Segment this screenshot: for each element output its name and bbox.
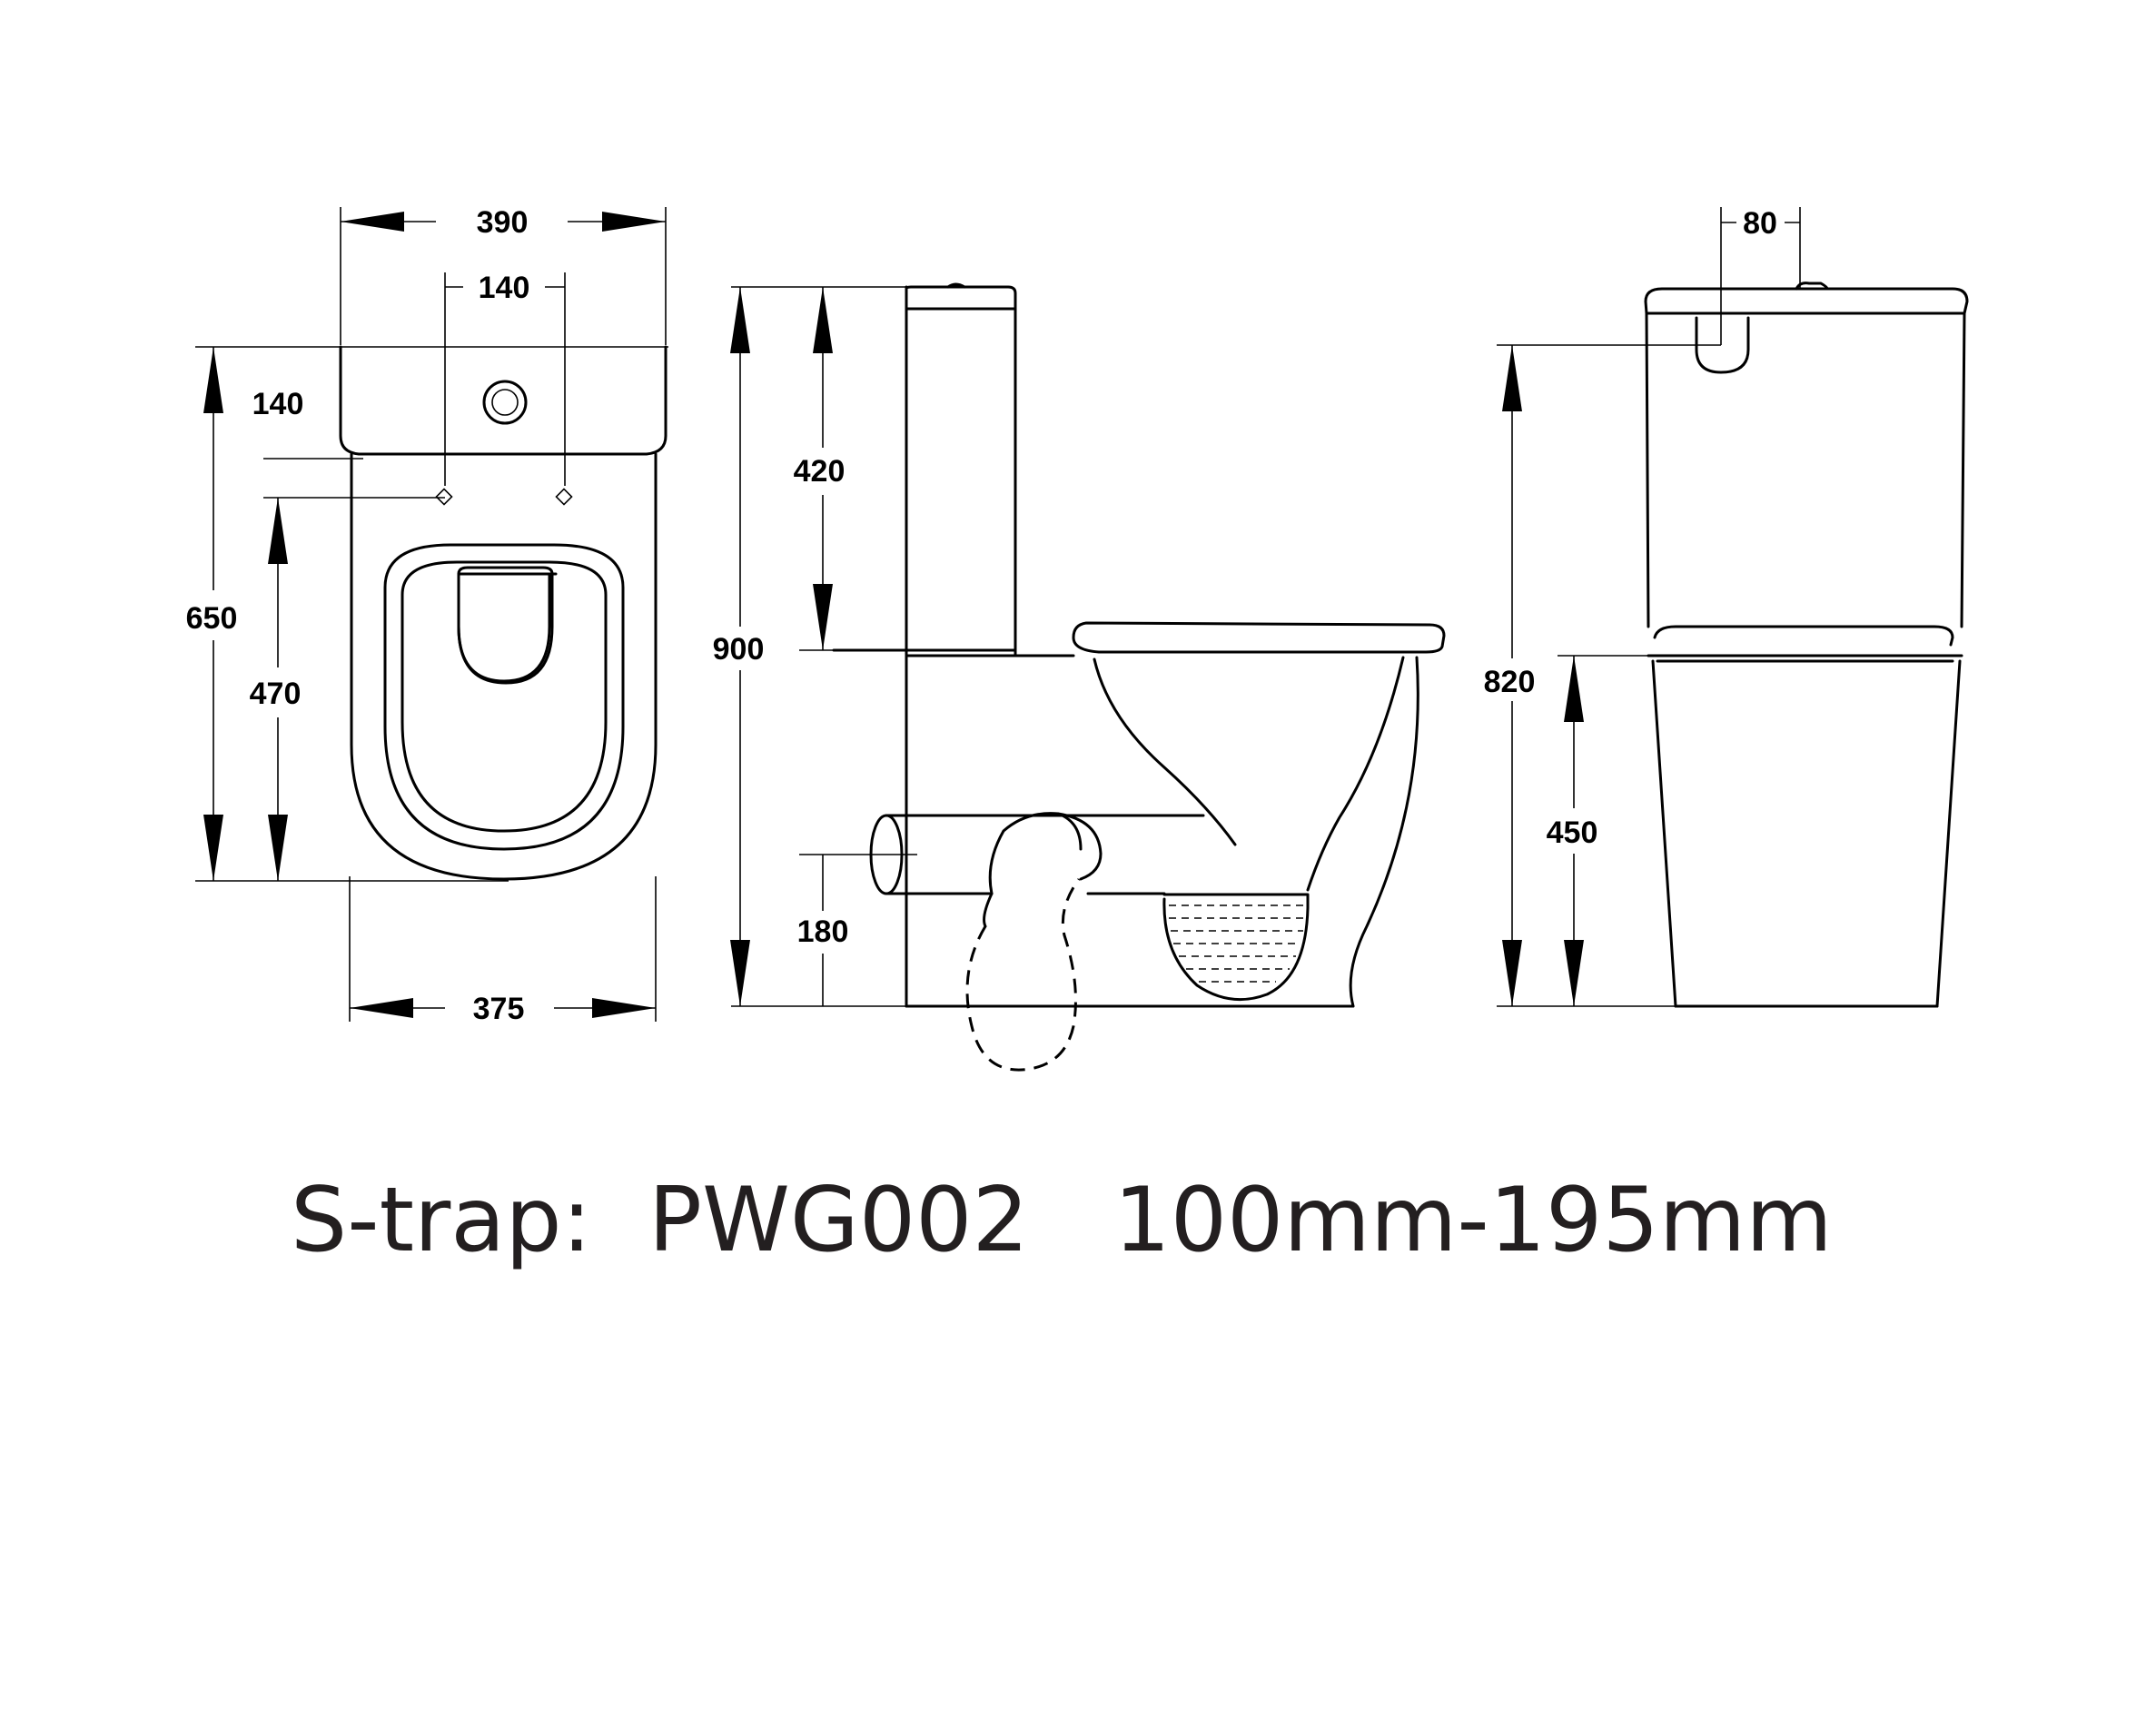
side-view: 900 420 180: [713, 282, 1446, 1072]
trap-label: S-trap:: [291, 1169, 592, 1272]
product-caption: S-trap: PWG002 100mm-195mm: [291, 1176, 1833, 1265]
dim-450-label: 450: [1547, 815, 1598, 850]
top-view: 390 140 140 650 470 375: [186, 205, 668, 1026]
dim-180-label: 180: [797, 914, 849, 949]
dim-375-label: 375: [473, 992, 525, 1026]
back-view: 80 820 450: [1484, 206, 1969, 1008]
dim-80-label: 80: [1743, 206, 1777, 241]
model-number: PWG002: [648, 1169, 1029, 1272]
dim-650-label: 650: [186, 601, 238, 636]
dim-900-label: 900: [713, 632, 765, 667]
offset-range: 100mm-195mm: [1113, 1169, 1833, 1272]
dim-820-label: 820: [1484, 665, 1536, 699]
dim-420-label: 420: [794, 454, 846, 489]
dim-140-inlet-label: 140: [479, 271, 530, 305]
dim-390-label: 390: [477, 205, 529, 240]
dim-470-label: 470: [250, 677, 302, 711]
dim-140-tank-label: 140: [252, 387, 304, 421]
water-hatch: [1169, 904, 1306, 983]
